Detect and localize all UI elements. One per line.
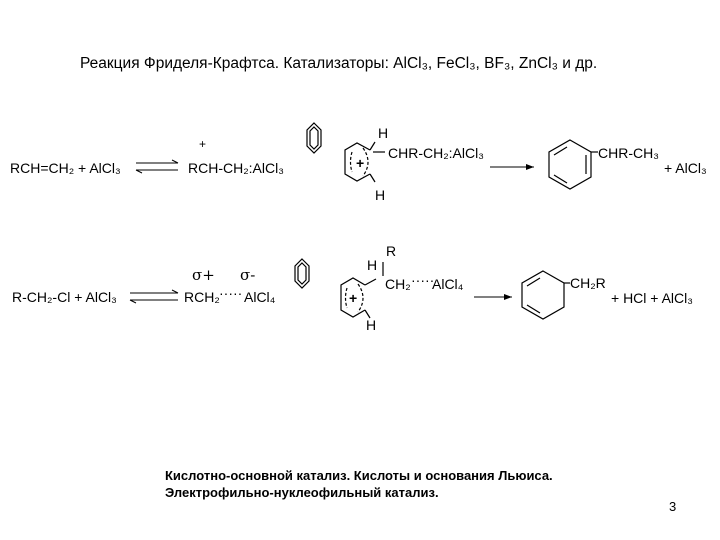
product-ring-1 [548, 139, 598, 190]
sigma-complex-ring-2 [340, 262, 384, 319]
reaction2-product: CH₂R [570, 275, 606, 291]
benzene-reagent-2 [294, 258, 310, 289]
slide-title: Реакция Фриделя-Крафтса. Катализаторы: A… [80, 55, 598, 72]
reaction1-byproduct: + AlCl₃ [664, 160, 707, 176]
caption-line-2: Электрофильно-нуклеофильный катализ. [165, 485, 439, 500]
reaction1-h-top: H [378, 125, 389, 141]
reaction1-intermediate: RCH-CH₂:AlCl₃ [188, 160, 284, 176]
reaction1-h-bottom: H [375, 187, 386, 203]
reaction2-complex-right: AlCl₄ [244, 289, 276, 305]
reaction2-r-label: R [386, 243, 397, 259]
reaction2-alcl4: AlCl₄ [432, 276, 464, 292]
reaction2-ch2: CH₂ [385, 276, 411, 292]
reaction1-sigma-substituent: CHR-CH₂:AlCl₃ [388, 145, 484, 161]
reaction1-ring-charge: + [356, 155, 365, 171]
reaction1-reactants: RCH=CH₂ + AlCl₃ [10, 160, 121, 176]
reaction2-reactants: R-CH₂-Cl + AlCl₃ [12, 289, 117, 305]
reaction2-sigma-plus: σ+ [192, 266, 215, 284]
reaction2-complex-dots: ····· [219, 285, 243, 301]
reaction2-h-bottom: H [366, 317, 377, 333]
product-ring-2 [521, 270, 570, 320]
caption-line-1: Кислотно-основной катализ. Кислоты и осн… [165, 468, 553, 483]
reaction2-ring-charge: + [349, 290, 358, 306]
equilibrium-arrows-1 [135, 159, 179, 174]
sigma-complex-ring-1 [344, 141, 385, 183]
page-number: 3 [669, 499, 677, 514]
benzene-reagent-1 [306, 122, 322, 154]
reaction2-byproducts: + HCl + AlCl₃ [611, 290, 693, 306]
equilibrium-arrows-2 [129, 289, 179, 304]
reaction2-complex-left: RCH₂ [184, 289, 220, 305]
reaction1-plus-charge: + [199, 137, 207, 151]
reaction1-product: CHR-CH₃ [598, 145, 659, 161]
reaction2-h-top: H [367, 257, 378, 273]
reaction2-sigma-dots: ····· [411, 272, 435, 288]
reaction2-sigma-minus: σ- [240, 266, 256, 284]
